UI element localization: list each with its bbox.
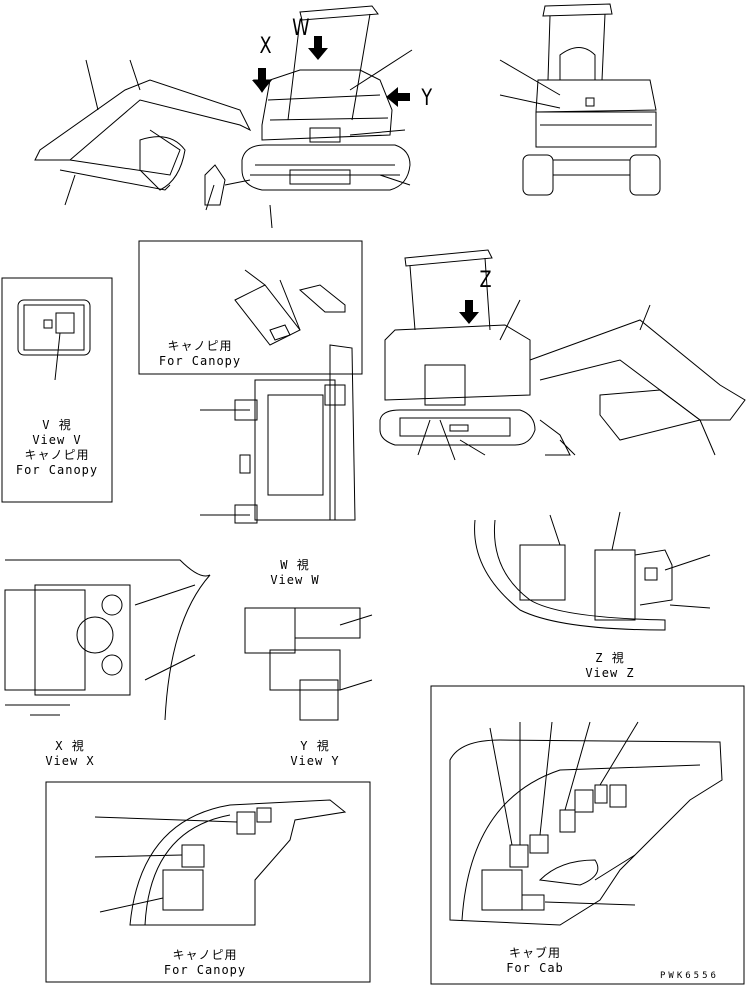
cab-en: For Cab — [506, 961, 564, 975]
canopy-top-en: For Canopy — [158, 354, 242, 368]
canopy-bottom-label: キャノピ用 For Canopy — [150, 948, 260, 978]
view-v-label: V 視 View V キャノピ用 For Canopy — [2, 418, 112, 478]
view-v-usage-en: For Canopy — [15, 463, 99, 477]
view-y-sketch — [244, 607, 373, 721]
canopy-detail-top-sketch — [234, 269, 346, 346]
view-y-label: Y 視 View Y — [265, 739, 365, 769]
excavator-side-view-right — [379, 249, 746, 461]
canopy-detail-box-bottom — [45, 781, 371, 983]
view-y-title-en: View Y — [290, 754, 340, 768]
canopy-detail-bottom-sketch — [94, 799, 347, 926]
canopy-top-jp: キャノピ用 — [167, 339, 233, 353]
canopy-detail-box-top — [138, 240, 363, 375]
cab-detail-sketch — [449, 721, 723, 926]
view-z-title-jp: Z 視 — [595, 651, 625, 665]
drawing-code: PWK6556 — [660, 971, 719, 981]
canopy-bottom-en: For Canopy — [163, 963, 247, 977]
excavator-side-view-left — [34, 5, 413, 229]
view-v-title-en: View V — [32, 433, 82, 447]
canopy-top-label: キャノピ用 For Canopy — [150, 339, 250, 369]
view-x-title-jp: X 視 — [55, 739, 85, 753]
view-v-title-jp: V 視 — [42, 418, 72, 432]
view-w-title-en: View W — [270, 573, 320, 587]
arrow-label-y: Y — [421, 86, 433, 111]
arrow-label-z: Z — [479, 268, 492, 293]
view-z-title-en: View Z — [585, 666, 635, 680]
cab-jp: キャブ用 — [508, 946, 561, 960]
view-v-usage-jp: キャノピ用 — [24, 448, 90, 462]
excavator-rear-view — [499, 3, 661, 196]
view-y-title-jp: Y 視 — [300, 739, 330, 753]
arrow-label-w: W — [292, 16, 310, 41]
view-w-sketch — [200, 344, 356, 524]
view-x-label: X 視 View X — [20, 739, 120, 769]
cab-detail-box — [430, 685, 745, 985]
view-x-sketch — [4, 559, 211, 721]
canopy-bottom-jp: キャノピ用 — [172, 948, 238, 962]
view-w-title-jp: W 視 — [280, 558, 310, 572]
arrow-label-x: X — [259, 34, 272, 59]
view-v-box — [1, 277, 113, 503]
view-x-title-en: View X — [45, 754, 95, 768]
view-v-sketch — [17, 299, 91, 381]
view-z-label: Z 視 View Z — [560, 651, 660, 681]
view-w-label: W 視 View W — [245, 558, 345, 588]
cab-label: キャブ用 For Cab — [485, 946, 585, 976]
view-z-sketch — [474, 511, 711, 631]
